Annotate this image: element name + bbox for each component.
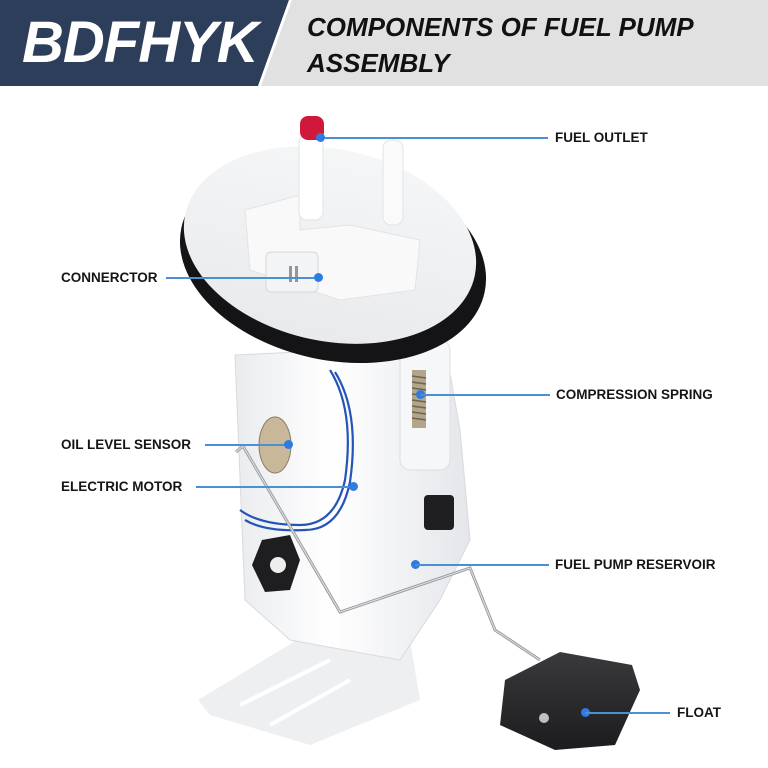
callout-dot xyxy=(313,272,323,282)
title-line-2: ASSEMBLY xyxy=(307,48,450,78)
label-oil-level-sensor: OIL LEVEL SENSOR xyxy=(61,437,192,452)
page-title: COMPONENTS OF FUEL PUMP ASSEMBLY xyxy=(307,9,694,81)
header-banner: BDFHYK COMPONENTS OF FUEL PUMP ASSEMBLY xyxy=(0,0,768,86)
brand-logo: BDFHYK xyxy=(22,10,259,75)
label-compression-spring: COMPRESSION SPRING xyxy=(556,387,713,402)
callout-dot xyxy=(348,481,358,491)
label-fuel-pump-reservoir: FUEL PUMP RESERVOIR xyxy=(555,557,716,572)
label-fuel-outlet: FUEL OUTLET xyxy=(555,130,648,145)
spring-shape xyxy=(411,370,427,428)
leader-line xyxy=(166,277,318,279)
leader-line xyxy=(205,444,288,446)
leader-line xyxy=(196,486,353,488)
label-float: FLOAT xyxy=(677,705,721,720)
leader-line xyxy=(585,712,670,714)
label-electric-motor: ELECTRIC MOTOR xyxy=(61,479,183,494)
leader-line xyxy=(415,564,549,566)
leader-line xyxy=(320,137,548,139)
callout-dot xyxy=(283,439,293,449)
leader-line xyxy=(420,394,550,396)
fuel-pump-illustration xyxy=(179,116,640,750)
label-connector: CONNERCTOR xyxy=(61,270,158,285)
title-line-1: COMPONENTS OF FUEL PUMP xyxy=(307,12,694,42)
float-shape xyxy=(500,652,640,750)
brand-slanted-panel xyxy=(0,0,292,86)
callout-dot xyxy=(315,132,325,142)
